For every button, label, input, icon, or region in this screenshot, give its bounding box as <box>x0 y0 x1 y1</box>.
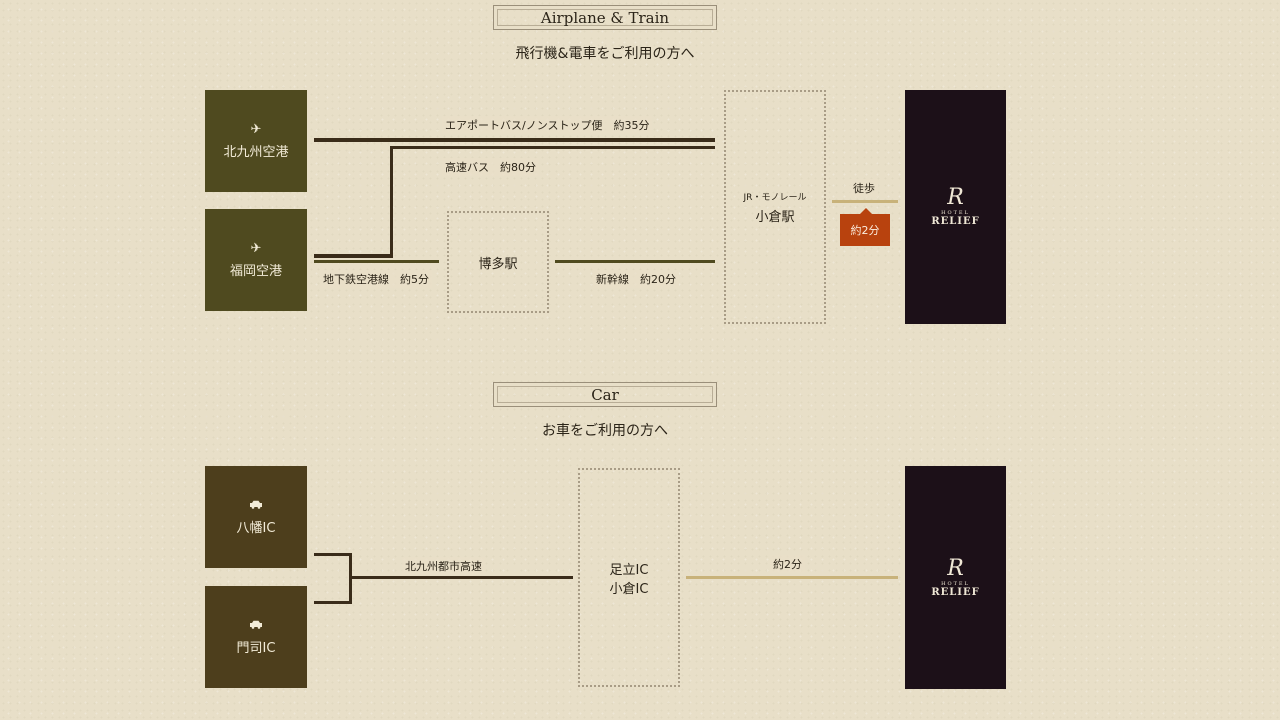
route-label-walk: 徒歩 <box>850 179 878 197</box>
station-adachi-kokura-ic: 足立IC 小倉IC <box>578 468 680 687</box>
hotel-logo-mark: R <box>947 555 964 581</box>
route-line-subway <box>314 260 439 263</box>
route-label-expressway: 北九州都市高速 <box>402 557 485 575</box>
hotel-logo-name: RELIEF <box>931 216 980 227</box>
route-label-drive-time: 約2分 <box>770 555 805 573</box>
origin-fukuoka-airport: ✈ 福岡空港 <box>205 209 307 311</box>
hotel-logo-small: HOTEL <box>941 210 970 216</box>
station-label: 博多駅 <box>478 256 518 272</box>
section-subtitle-car: お車をご利用の方へ <box>542 423 668 439</box>
car-icon <box>249 499 263 513</box>
section-title-airplane-train: Airplane & Train <box>493 5 717 30</box>
hotel-logo-name: RELIEF <box>931 586 980 598</box>
walk-time-badge: 約2分 <box>840 208 890 246</box>
origin-yahata-ic: 八幡IC <box>205 466 307 568</box>
route-label-highway-bus: 高速バス 約80分 <box>442 158 539 176</box>
origin-label: 八幡IC <box>236 520 276 536</box>
car-icon <box>249 619 263 633</box>
section-title-car: Car <box>493 382 717 407</box>
origin-kitakyushu-airport: ✈ 北九州空港 <box>205 90 307 192</box>
route-line-fukuoka-connector <box>314 254 393 258</box>
origin-label: 福岡空港 <box>229 263 282 279</box>
airplane-icon: ✈ <box>250 121 262 137</box>
route-label-airport-bus: エアポートバス/ノンストップ便 約35分 <box>442 116 653 134</box>
station-kokura: JR・モノレール 小倉駅 <box>724 90 826 324</box>
hotel-relief-logo-box: R HOTEL RELIEF <box>905 90 1006 324</box>
route-line-highway-bus <box>390 146 715 149</box>
route-line-yahata <box>314 553 352 556</box>
station-line-label: JR・モノレール <box>743 192 807 203</box>
station-hakata: 博多駅 <box>447 211 549 313</box>
origin-label: 北九州空港 <box>223 144 289 160</box>
route-line-moji <box>314 601 352 604</box>
ic-label-adachi: 足立IC <box>609 562 649 578</box>
origin-moji-ic: 門司IC <box>205 586 307 688</box>
route-line-drive <box>686 576 898 579</box>
route-label-subway: 地下鉄空港線 約5分 <box>320 270 432 288</box>
section-subtitle-airplane-train: 飛行機&電車をご利用の方へ <box>515 46 695 62</box>
route-label-shinkansen: 新幹線 約20分 <box>593 270 679 288</box>
hotel-relief-logo-box-car: R HOTEL RELIEF <box>905 466 1006 689</box>
route-line-airport-bus <box>314 138 715 142</box>
route-line-shinkansen <box>555 260 715 263</box>
origin-label: 門司IC <box>236 640 276 656</box>
hotel-logo-small: HOTEL <box>941 580 970 587</box>
airplane-icon: ✈ <box>250 240 262 256</box>
ic-label-kokura: 小倉IC <box>609 581 649 597</box>
station-label: 小倉駅 <box>755 209 795 225</box>
route-line-highway-bus-vertical <box>390 146 393 258</box>
route-line-walk <box>832 200 898 203</box>
route-line-expressway <box>349 576 573 579</box>
hotel-logo-mark: R <box>947 185 964 210</box>
